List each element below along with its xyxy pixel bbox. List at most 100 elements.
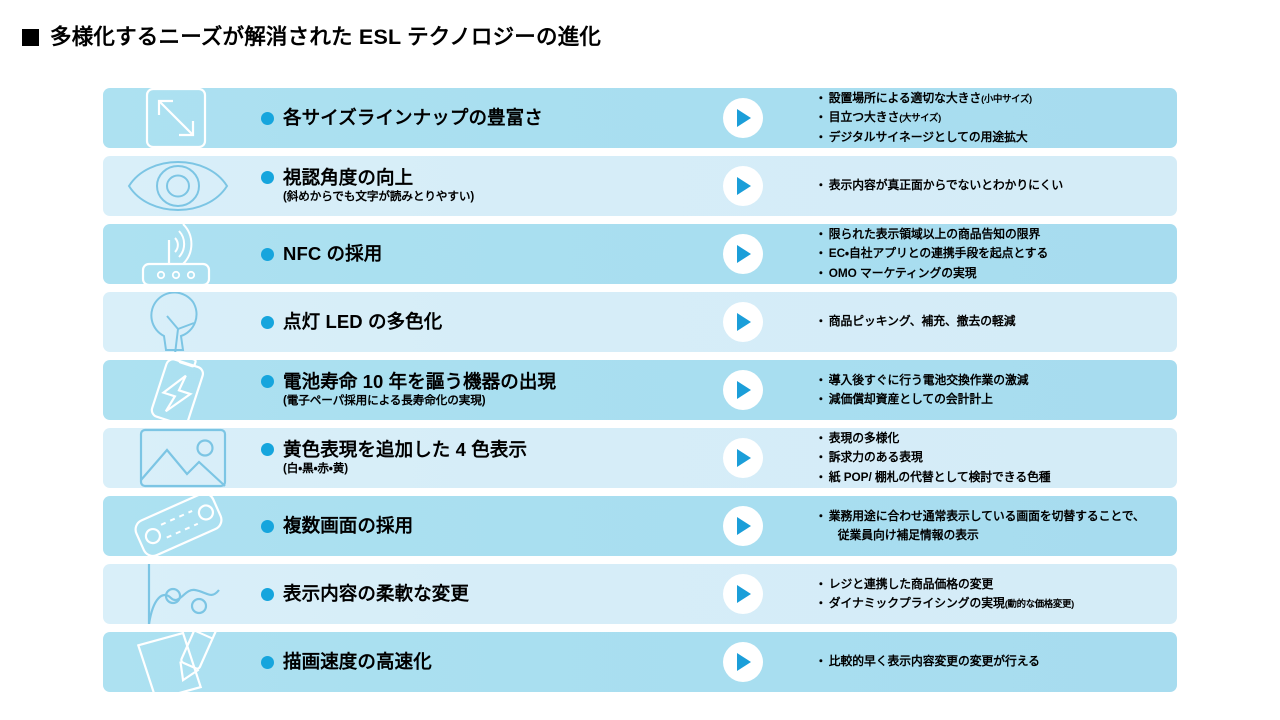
benefit-text-wrap: 訴求力のある表現 <box>829 448 923 467</box>
benefit-text: 限られた表示領域以上の商品告知の限界 <box>828 227 1041 242</box>
benefit-text-wrap: 紙 POP/ 棚札の代替として検討できる色種 <box>829 468 1051 487</box>
bullet-dot-icon <box>261 375 274 388</box>
bullet-dot-icon <box>261 587 274 601</box>
benefit-bullet-icon: ・ <box>815 314 827 329</box>
benefit-note: (小中サイズ) <box>981 93 1032 105</box>
benefit-item: ・表現の多様化 <box>815 429 1170 448</box>
benefit-item: ・設置場所による適切な大きさ(小中サイズ) <box>815 89 1170 108</box>
benefit-item: ・比較的早く表示内容変更の変更が行える <box>815 652 1170 671</box>
benefit-item: ・導入後すぐに行う電池交換作業の激減 <box>815 371 1170 390</box>
feature-sub-text: (斜めからでも文字が読みとりやすい) <box>283 190 475 204</box>
feature-label-block: 各サイズラインナップの豊富さ <box>261 88 701 148</box>
play-arrow-icon[interactable] <box>723 234 763 274</box>
benefit-item: ・訴求力のある表現 <box>815 448 1170 467</box>
feature-main-line: NFC の採用 <box>261 244 701 264</box>
benefit-text: 業務用途に合わせ通常表示している画面を切替することで、 <box>828 508 1145 523</box>
feature-row[interactable]: 電池寿命 10 年を謳う機器の出現 (電子ペーパ採用による長寿命化の実現) ・導入後… <box>103 360 1177 420</box>
feature-label-block: 黄色表現を追加した 4 色表示 (白・黒・赤・黄) <box>261 428 701 488</box>
benefit-text-wrap: 設置場所による適切な大きさ(小中サイズ) <box>829 89 1032 108</box>
benefits-list: ・商品ピッキング、補充、撤去の軽減 <box>815 292 1170 352</box>
bullet-dot-icon <box>261 443 274 456</box>
feature-label-block: 描画速度の高速化 <box>261 632 701 692</box>
feature-label-text: 複数画面の採用 <box>283 515 414 537</box>
play-arrow-icon[interactable] <box>723 166 763 206</box>
price-curve-chart-icon <box>123 564 228 624</box>
feature-sub-text: (電子ペーパ採用による長寿命化の実現) <box>283 394 486 408</box>
benefit-item: ・減価償却資産としての会計計上 <box>815 390 1170 409</box>
benefit-text-wrap: OMO マーケティングの実現 <box>829 264 977 283</box>
play-arrow-icon[interactable] <box>723 506 763 546</box>
pencil-writing-icon <box>123 632 228 692</box>
feature-row[interactable]: 複数画面の採用 ・業務用途に合わせ通常表示している画面を切替することで、従業員向け… <box>103 496 1177 556</box>
page-title: 多様化するニーズが解消された ESL テクノロジーの進化 <box>22 26 601 49</box>
image-picture-icon <box>123 428 228 488</box>
feature-row[interactable]: 視認角度の向上 (斜めからでも文字が読みとりやすい) ・表示内容が真正面からでないと… <box>103 156 1177 216</box>
eye-viewing-angle-icon <box>123 156 228 216</box>
play-arrow-icon[interactable] <box>723 98 763 138</box>
benefit-text-wrap: 限られた表示領域以上の商品告知の限界 <box>828 225 1041 244</box>
feature-main-line: 黄色表現を追加した 4 色表示 <box>261 438 701 460</box>
feature-row[interactable]: 描画速度の高速化 ・比較的早く表示内容変更の変更が行える <box>103 632 1177 692</box>
feature-label-block: 点灯 LED の多色化 <box>261 292 701 352</box>
benefit-text: 紙 POP/ 棚札の代替として検討できる色種 <box>828 469 1051 484</box>
benefit-item: ・業務用途に合わせ通常表示している画面を切替することで、従業員向け補足情報の表示 <box>815 507 1170 545</box>
play-arrow-icon[interactable] <box>723 642 763 682</box>
feature-main-line: 各サイズラインナップの豊富さ <box>261 108 701 128</box>
bullet-dot-icon <box>261 171 274 184</box>
feature-label-text: 電池寿命 10 年を謳う機器の出現 <box>283 370 557 392</box>
benefit-item: ・デジタルサイネージとしての用途拡大 <box>815 128 1170 147</box>
benefits-list: ・限られた表示領域以上の商品告知の限界・EC・自社アプリとの連携手段を起点とする… <box>815 224 1170 284</box>
benefit-text: 目立つ大きさ <box>828 110 900 125</box>
benefit-text: 訴求力のある表現 <box>828 450 923 465</box>
feature-row[interactable]: 点灯 LED の多色化 ・商品ピッキング、補充、撤去の軽減 <box>103 292 1177 352</box>
play-arrow-icon[interactable] <box>723 370 763 410</box>
feature-row[interactable]: NFC の採用 ・限られた表示領域以上の商品告知の限界・EC・自社アプリとの連携手… <box>103 224 1177 284</box>
benefits-list: ・設置場所による適切な大きさ(小中サイズ)・目立つ大きさ(大サイズ)・デジタルサ… <box>815 88 1170 148</box>
bullet-dot-icon <box>261 111 274 125</box>
benefit-text-wrap: レジと連携した商品価格の変更 <box>828 575 994 594</box>
benefit-text-wrap: 比較的早く表示内容変更の変更が行える <box>829 652 1040 671</box>
benefit-text-wrap: 導入後すぐに行う電池交換作業の激減 <box>829 371 1029 390</box>
benefit-text-wrap: デジタルサイネージとしての用途拡大 <box>829 128 1028 147</box>
feature-row[interactable]: 各サイズラインナップの豊富さ ・設置場所による適切な大きさ(小中サイズ)・目立つ大… <box>103 88 1177 148</box>
benefit-text: 表現の多様化 <box>828 431 900 446</box>
feature-label-block: 表示内容の柔軟な変更 <box>261 564 701 624</box>
benefit-bullet-icon: ・ <box>815 178 827 193</box>
feature-label-text: 描画速度の高速化 <box>283 651 432 673</box>
benefit-text: 表示内容が真正面からでないとわかりにくい <box>828 178 1064 193</box>
benefit-item: ・表示内容が真正面からでないとわかりにくい <box>815 176 1170 195</box>
benefit-text-wrap: 業務用途に合わせ通常表示している画面を切替することで、従業員向け補足情報の表示 <box>829 507 1145 545</box>
benefit-bullet-icon: ・ <box>815 392 827 406</box>
black-square-marker-icon <box>22 29 39 47</box>
play-arrow-icon[interactable] <box>723 302 763 342</box>
benefits-list: ・導入後すぐに行う電池交換作業の激減・減価償却資産としての会計計上 <box>815 360 1170 420</box>
benefit-bullet-icon: ・ <box>815 654 827 669</box>
feature-row[interactable]: 表示内容の柔軟な変更・レジと連携した商品価格の変更・ダイナミックプライシングの実… <box>103 564 1177 624</box>
benefit-text: 導入後すぐに行う電池交換作業の激減 <box>828 372 1029 387</box>
benefit-note: (大サイズ) <box>899 112 941 124</box>
resize-diagonal-icon <box>123 88 228 148</box>
benefits-list: ・表現の多様化・訴求力のある表現・紙 POP/ 棚札の代替として検討できる色種 <box>815 428 1170 488</box>
feature-main-line: 描画速度の高速化 <box>261 652 701 672</box>
feature-label-text: 視認角度の向上 <box>283 166 414 188</box>
benefit-bullet-icon: ・ <box>815 596 827 610</box>
multiple-screens-icon <box>123 496 228 556</box>
play-arrow-icon[interactable] <box>723 438 763 478</box>
feature-label-text: 点灯 LED の多色化 <box>283 311 443 333</box>
benefit-text: 減価償却資産としての会計計上 <box>828 392 993 406</box>
benefits-list: ・表示内容が真正面からでないとわかりにくい <box>815 156 1170 216</box>
benefit-text: レジと連携した商品価格の変更 <box>828 576 994 591</box>
play-arrow-icon[interactable] <box>723 574 763 614</box>
benefit-item: ・目立つ大きさ(大サイズ) <box>815 108 1170 127</box>
benefit-text: 商品ピッキング、補充、撤去の軽減 <box>828 314 1016 329</box>
feature-main-line: 複数画面の採用 <box>261 516 701 536</box>
feature-main-line: 表示内容の柔軟な変更 <box>261 584 701 604</box>
benefit-text: 比較的早く表示内容変更の変更が行える <box>828 654 1040 669</box>
feature-row[interactable]: 黄色表現を追加した 4 色表示 (白・黒・赤・黄) ・表現の多様化・訴求力のある表現… <box>103 428 1177 488</box>
benefit-item: ・ダイナミックプライシングの実現(動的な価格変更) <box>815 594 1170 613</box>
benefit-item: ・商品ピッキング、補充、撤去の軽減 <box>815 312 1170 331</box>
feature-sub-text: (白・黒・赤・黄) <box>283 462 349 476</box>
bullet-dot-icon <box>261 519 274 533</box>
feature-label-text: 黄色表現を追加した 4 色表示 <box>283 438 528 460</box>
benefit-note: (動的な価格変更) <box>1004 598 1074 609</box>
